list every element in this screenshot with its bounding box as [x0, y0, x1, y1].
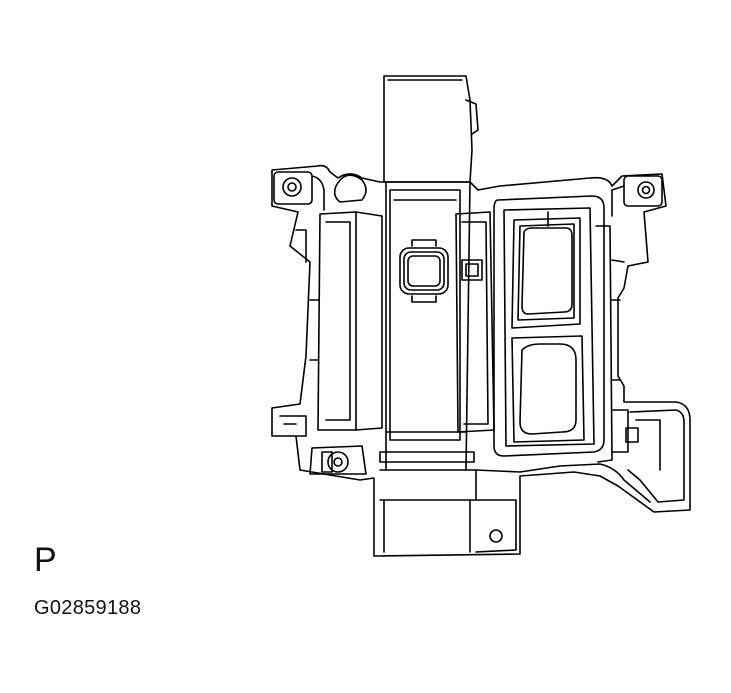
right-rail [595, 225, 629, 463]
right-lower-tab [625, 409, 685, 503]
left-mount-ear [273, 171, 325, 211]
bottom-left-boss [309, 445, 367, 475]
figure-id: G02859188 [34, 597, 142, 619]
upper-window [511, 211, 581, 329]
view-letter: P [34, 541, 57, 579]
center-channel [379, 189, 477, 553]
right-window-frame [493, 195, 605, 457]
inner-plate [455, 211, 495, 433]
right-mount-ear [611, 175, 663, 217]
electrical-connector [399, 239, 449, 303]
lower-window [511, 335, 585, 443]
bottom-plate [475, 499, 517, 553]
small-chip [461, 259, 483, 281]
left-side-column [279, 211, 383, 437]
base-curve [475, 463, 651, 503]
top-left-bump [333, 174, 367, 203]
housing-outline [271, 164, 691, 557]
top-stem [383, 75, 473, 183]
